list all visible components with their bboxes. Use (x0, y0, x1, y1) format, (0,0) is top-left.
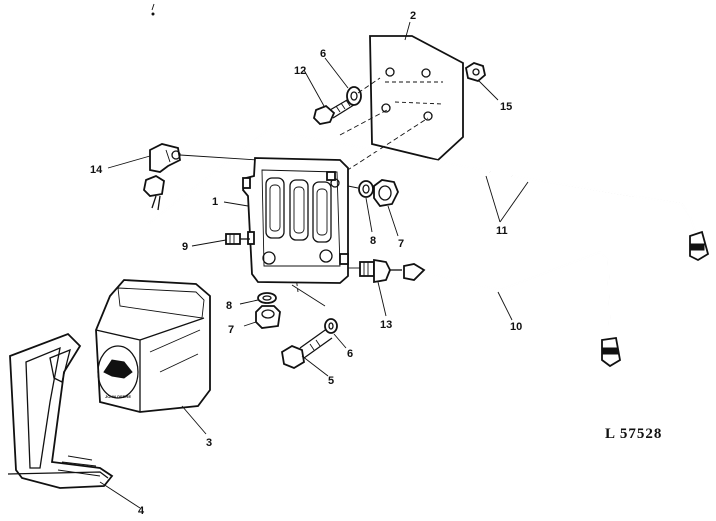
bracket-4 (7, 332, 114, 489)
mounting-plate (369, 35, 464, 161)
stray-mark (151, 3, 155, 16)
callout-5: 5 (328, 375, 334, 387)
nut-15 (464, 62, 486, 83)
nut-7-right (347, 179, 399, 207)
tube-10 (403, 250, 621, 368)
fitting-14 (143, 174, 165, 211)
callout-7-right: 7 (398, 238, 404, 250)
washer-8-left (257, 292, 277, 304)
brand-text: JOHN DEERE (105, 394, 131, 399)
nut-7-left (255, 305, 281, 329)
callout-6-top: 6 (320, 48, 326, 60)
callout-7-left: 7 (228, 324, 234, 336)
leader-lines (99, 21, 529, 509)
callout-8-right: 8 (370, 235, 376, 247)
callout-15: 15 (500, 101, 512, 113)
callout-1: 1 (212, 196, 218, 208)
washer-6-top (346, 86, 362, 106)
cover-3: JOHN DEERE (95, 279, 211, 413)
callout-10: 10 (510, 321, 522, 333)
callout-2: 2 (410, 10, 416, 22)
connector-13 (348, 258, 402, 284)
callout-9: 9 (182, 241, 188, 253)
callout-6-bottom: 6 (347, 348, 353, 360)
callout-3: 3 (206, 437, 212, 449)
washer-8-right (358, 180, 374, 198)
fitting-9 (225, 233, 250, 245)
callout-labels: 1 2 3 4 5 6 6 7 7 8 8 9 10 11 12 13 14 1… (90, 10, 522, 517)
callout-13: 13 (380, 319, 392, 331)
housing-1 (242, 157, 349, 284)
washer-6-bottom (324, 318, 338, 334)
bolt-5 (281, 327, 333, 370)
callout-4: 4 (138, 505, 145, 516)
callout-8-left: 8 (226, 300, 232, 312)
elbow-14 (149, 143, 259, 173)
tube-11 (147, 128, 710, 262)
callout-14: 14 (90, 164, 103, 176)
callout-12: 12 (294, 65, 306, 77)
figure-reference: L 57528 (605, 426, 662, 442)
callout-11: 11 (496, 225, 508, 237)
